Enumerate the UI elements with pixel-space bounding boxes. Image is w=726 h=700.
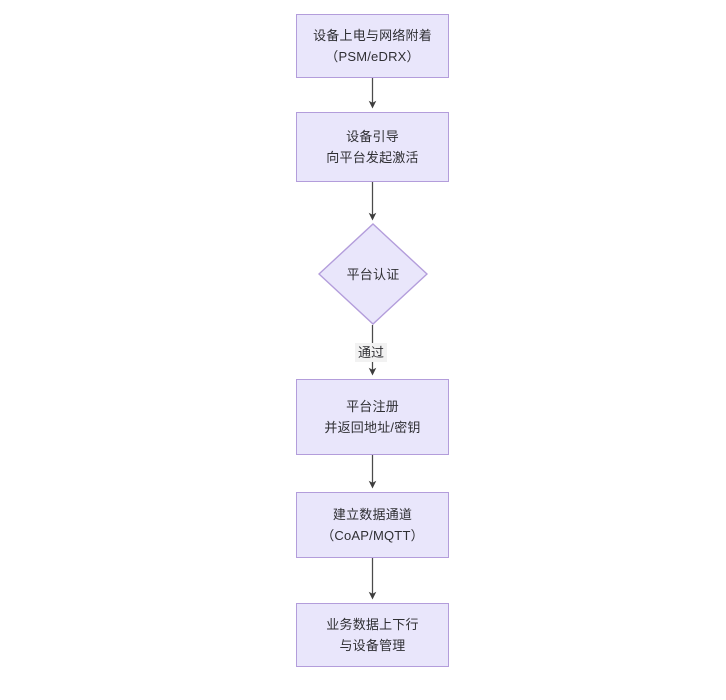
node-label: 平台认证 bbox=[346, 266, 400, 282]
node-label: 平台注册 并返回地址/密钥 bbox=[324, 399, 421, 435]
node-platform-authentication[interactable]: 平台认证 bbox=[318, 223, 428, 325]
edge-label-pass: 通过 bbox=[355, 343, 388, 362]
node-establish-data-channel[interactable]: 建立数据通道 （CoAP/MQTT） bbox=[296, 492, 449, 558]
node-business-data-and-device-management[interactable]: 业务数据上下行 与设备管理 bbox=[296, 603, 449, 667]
node-device-power-on[interactable]: 设备上电与网络附着 （PSM/eDRX） bbox=[296, 14, 449, 78]
node-platform-registration[interactable]: 平台注册 并返回地址/密钥 bbox=[296, 379, 449, 455]
node-label: 设备引导 向平台发起激活 bbox=[326, 129, 419, 165]
node-label: 建立数据通道 （CoAP/MQTT） bbox=[321, 507, 424, 543]
node-label: 业务数据上下行 与设备管理 bbox=[326, 617, 419, 653]
node-device-bootstrap[interactable]: 设备引导 向平台发起激活 bbox=[296, 112, 449, 182]
diamond-shape bbox=[318, 223, 428, 325]
node-label: 设备上电与网络附着 （PSM/eDRX） bbox=[313, 28, 432, 64]
